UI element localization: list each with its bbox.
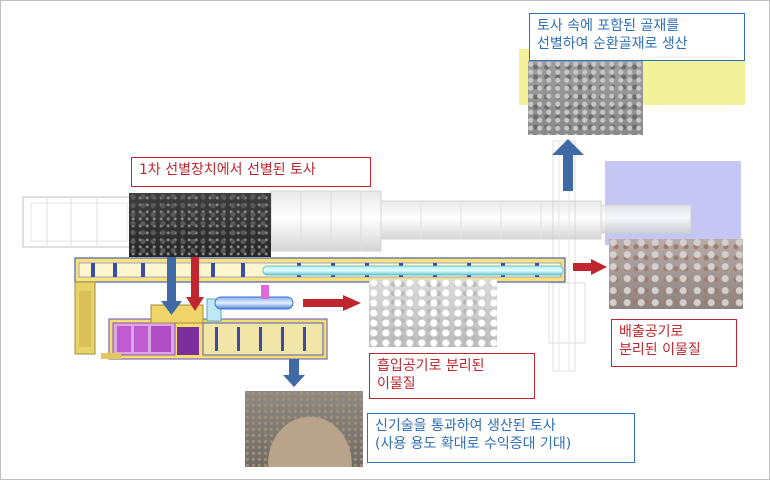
label-exhaust-impurities: 배출공기로 분리된 이물질 — [611, 319, 737, 367]
arrow-down-icon — [283, 359, 305, 387]
label-recycled-aggregate: 토사 속에 포함된 골재를 선별하여 순환골재로 생산 — [529, 13, 745, 61]
photo-suction-impurities — [369, 279, 497, 347]
arrow-down-icon — [161, 257, 182, 315]
photo-recycled-aggregate — [528, 61, 643, 135]
photo-first-screened-soil — [129, 193, 271, 257]
separator-unit — [101, 285, 328, 360]
vertical-conveyor — [548, 140, 586, 372]
arrow-right-icon — [573, 259, 607, 275]
arrow-down-icon — [186, 257, 204, 311]
photo-produced-soil — [245, 391, 363, 467]
label-suction-impurities: 흡입공기로 분리된 이물질 — [369, 353, 535, 399]
label-produced-soil: 신기술을 통과하여 생산된 토사 (사용 용도 확대로 수익증대 기대) — [367, 413, 635, 463]
arrow-up-icon — [552, 139, 584, 191]
main-frame — [74, 257, 566, 355]
label-first-screened-soil: 1차 선별장치에서 선별된 토사 — [131, 157, 371, 187]
rotary-drum — [22, 190, 692, 252]
arrow-right-icon — [303, 295, 361, 311]
photo-exhaust-impurities — [609, 239, 743, 309]
